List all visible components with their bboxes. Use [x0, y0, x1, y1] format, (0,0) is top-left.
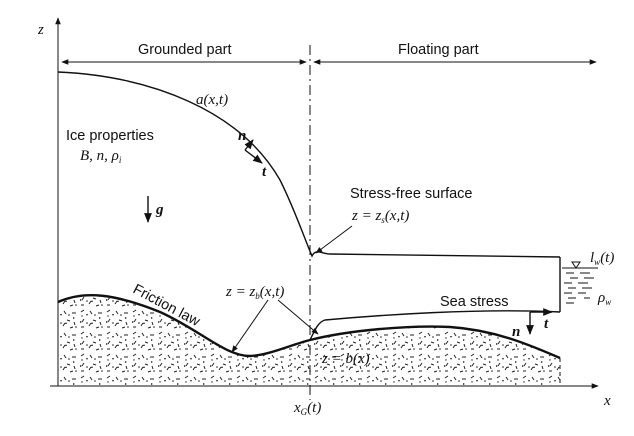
grounded-part-label: Grounded part: [138, 42, 232, 58]
base-pointer-left: [231, 299, 269, 353]
sea-tangent-label: t: [544, 316, 549, 332]
stress-free-pointer: [315, 225, 353, 254]
z-axis-label: z: [37, 22, 44, 38]
stress-free-equation: z = zs(x,t): [351, 208, 409, 225]
sea-water-hatch: [562, 267, 598, 304]
bed-line: [57, 293, 561, 360]
surface-label: a(x,t): [196, 92, 228, 108]
grounding-line-label: xG(t): [293, 400, 321, 417]
floating-part-label: Floating part: [398, 42, 479, 58]
ice-surface: [57, 71, 561, 258]
bed-label: z = b(x): [321, 351, 370, 367]
sea-density-label: ρw: [597, 290, 611, 307]
ice-properties-title: Ice properties: [66, 128, 154, 144]
sea-normal-label: n: [512, 324, 520, 340]
surface-normal-label: n: [238, 128, 246, 144]
ice-properties-values: B, n, ρi: [80, 148, 122, 165]
base-pointer-right: [277, 299, 319, 335]
surface-tangent-label: t: [262, 164, 267, 180]
surface-tangent-arrow: [244, 149, 263, 164]
surface-normal-arrow: [244, 139, 254, 151]
bedrock-region: [58, 295, 560, 385]
stress-free-title: Stress-free surface: [350, 186, 473, 202]
gravity-label: g: [155, 202, 164, 218]
base-equation: z = zb(x,t): [225, 284, 284, 301]
sea-level-label: lw(t): [590, 250, 614, 267]
sea-stress-label: Sea stress: [440, 294, 509, 310]
sea-level-triangle: [571, 261, 581, 269]
x-axis-label: x: [603, 393, 611, 409]
